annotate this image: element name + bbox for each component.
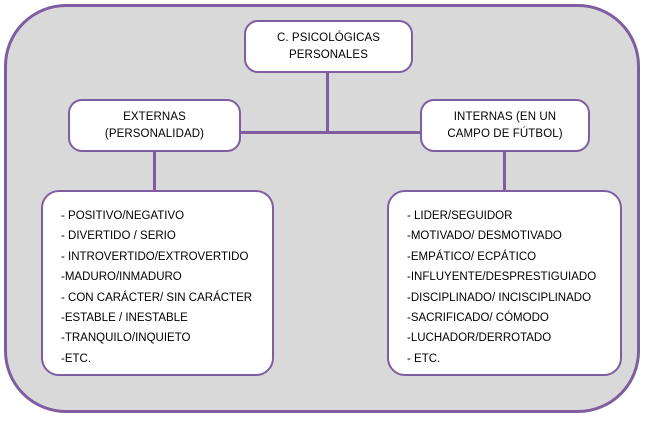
list-item: - INTROVERTIDO/EXTROVERTIDO (61, 250, 249, 263)
node-title-line-2: PERSONALES (289, 48, 368, 61)
list-item: - LIDER/SEGUIDOR (407, 210, 513, 222)
node-externas: EXTERNAS (PERSONALIDAD) (68, 99, 241, 152)
node-externas-line-2: (PERSONALIDAD) (104, 127, 205, 140)
node-c-psicologicas-personales: C. PSICOLÓGICAS PERSONALES (244, 20, 413, 73)
list-item: -LUCHADOR/DERROTADO (407, 332, 552, 345)
list-item: -INFLUYENTE/DESPRESTIGUIADO (407, 271, 597, 284)
list-item: - POSITIVO/NEGATIVO (61, 210, 185, 222)
list-box-externas: - POSITIVO/NEGATIVO - DIVERTIDO / SERIO … (41, 190, 274, 376)
list-item: -MADURO/INMADURO (61, 271, 182, 284)
list-item: - CON CARÁCTER/ SIN CARÁCTER (61, 291, 253, 304)
list-item: -MOTIVADO/ DESMOTIVADO (407, 230, 562, 243)
node-internas: INTERNAS (EN UN CAMPO DE FÚTBOL) (420, 99, 590, 152)
list-item: -EMPÁTICO/ ECPÁTICO (407, 250, 537, 263)
list-item: -DISCIPLINADO/ INCISCIPLINADO (407, 291, 592, 304)
list-item: -ESTABLE / INESTABLE (61, 312, 188, 325)
list-internas-items: - LIDER/SEGUIDOR -MOTIVADO/ DESMOTIVADO … (407, 206, 620, 369)
connector-internas-to-list (503, 150, 506, 192)
list-item: - DIVERTIDO / SERIO (61, 230, 176, 243)
list-externas-items: - POSITIVO/NEGATIVO - DIVERTIDO / SERIO … (61, 206, 272, 369)
node-internas-line-2: CAMPO DE FÚTBOL) (447, 127, 563, 140)
list-item: -ETC. (61, 352, 92, 365)
node-title-line-1: C. PSICOLÓGICAS (276, 31, 381, 44)
connector-root-to-bus (326, 71, 329, 133)
node-externas-line-1: EXTERNAS (123, 110, 186, 123)
list-box-internas: - LIDER/SEGUIDOR -MOTIVADO/ DESMOTIVADO … (387, 190, 622, 376)
list-item: -SACRIFICADO/ CÓMODO (407, 312, 549, 325)
node-internas-line-1: INTERNAS (EN UN (453, 110, 557, 123)
list-item: - ETC. (407, 352, 441, 365)
connector-horizontal-bus (239, 131, 423, 134)
connector-externas-to-list (153, 150, 156, 192)
list-item: -TRANQUILO/INQUIETO (61, 332, 191, 345)
